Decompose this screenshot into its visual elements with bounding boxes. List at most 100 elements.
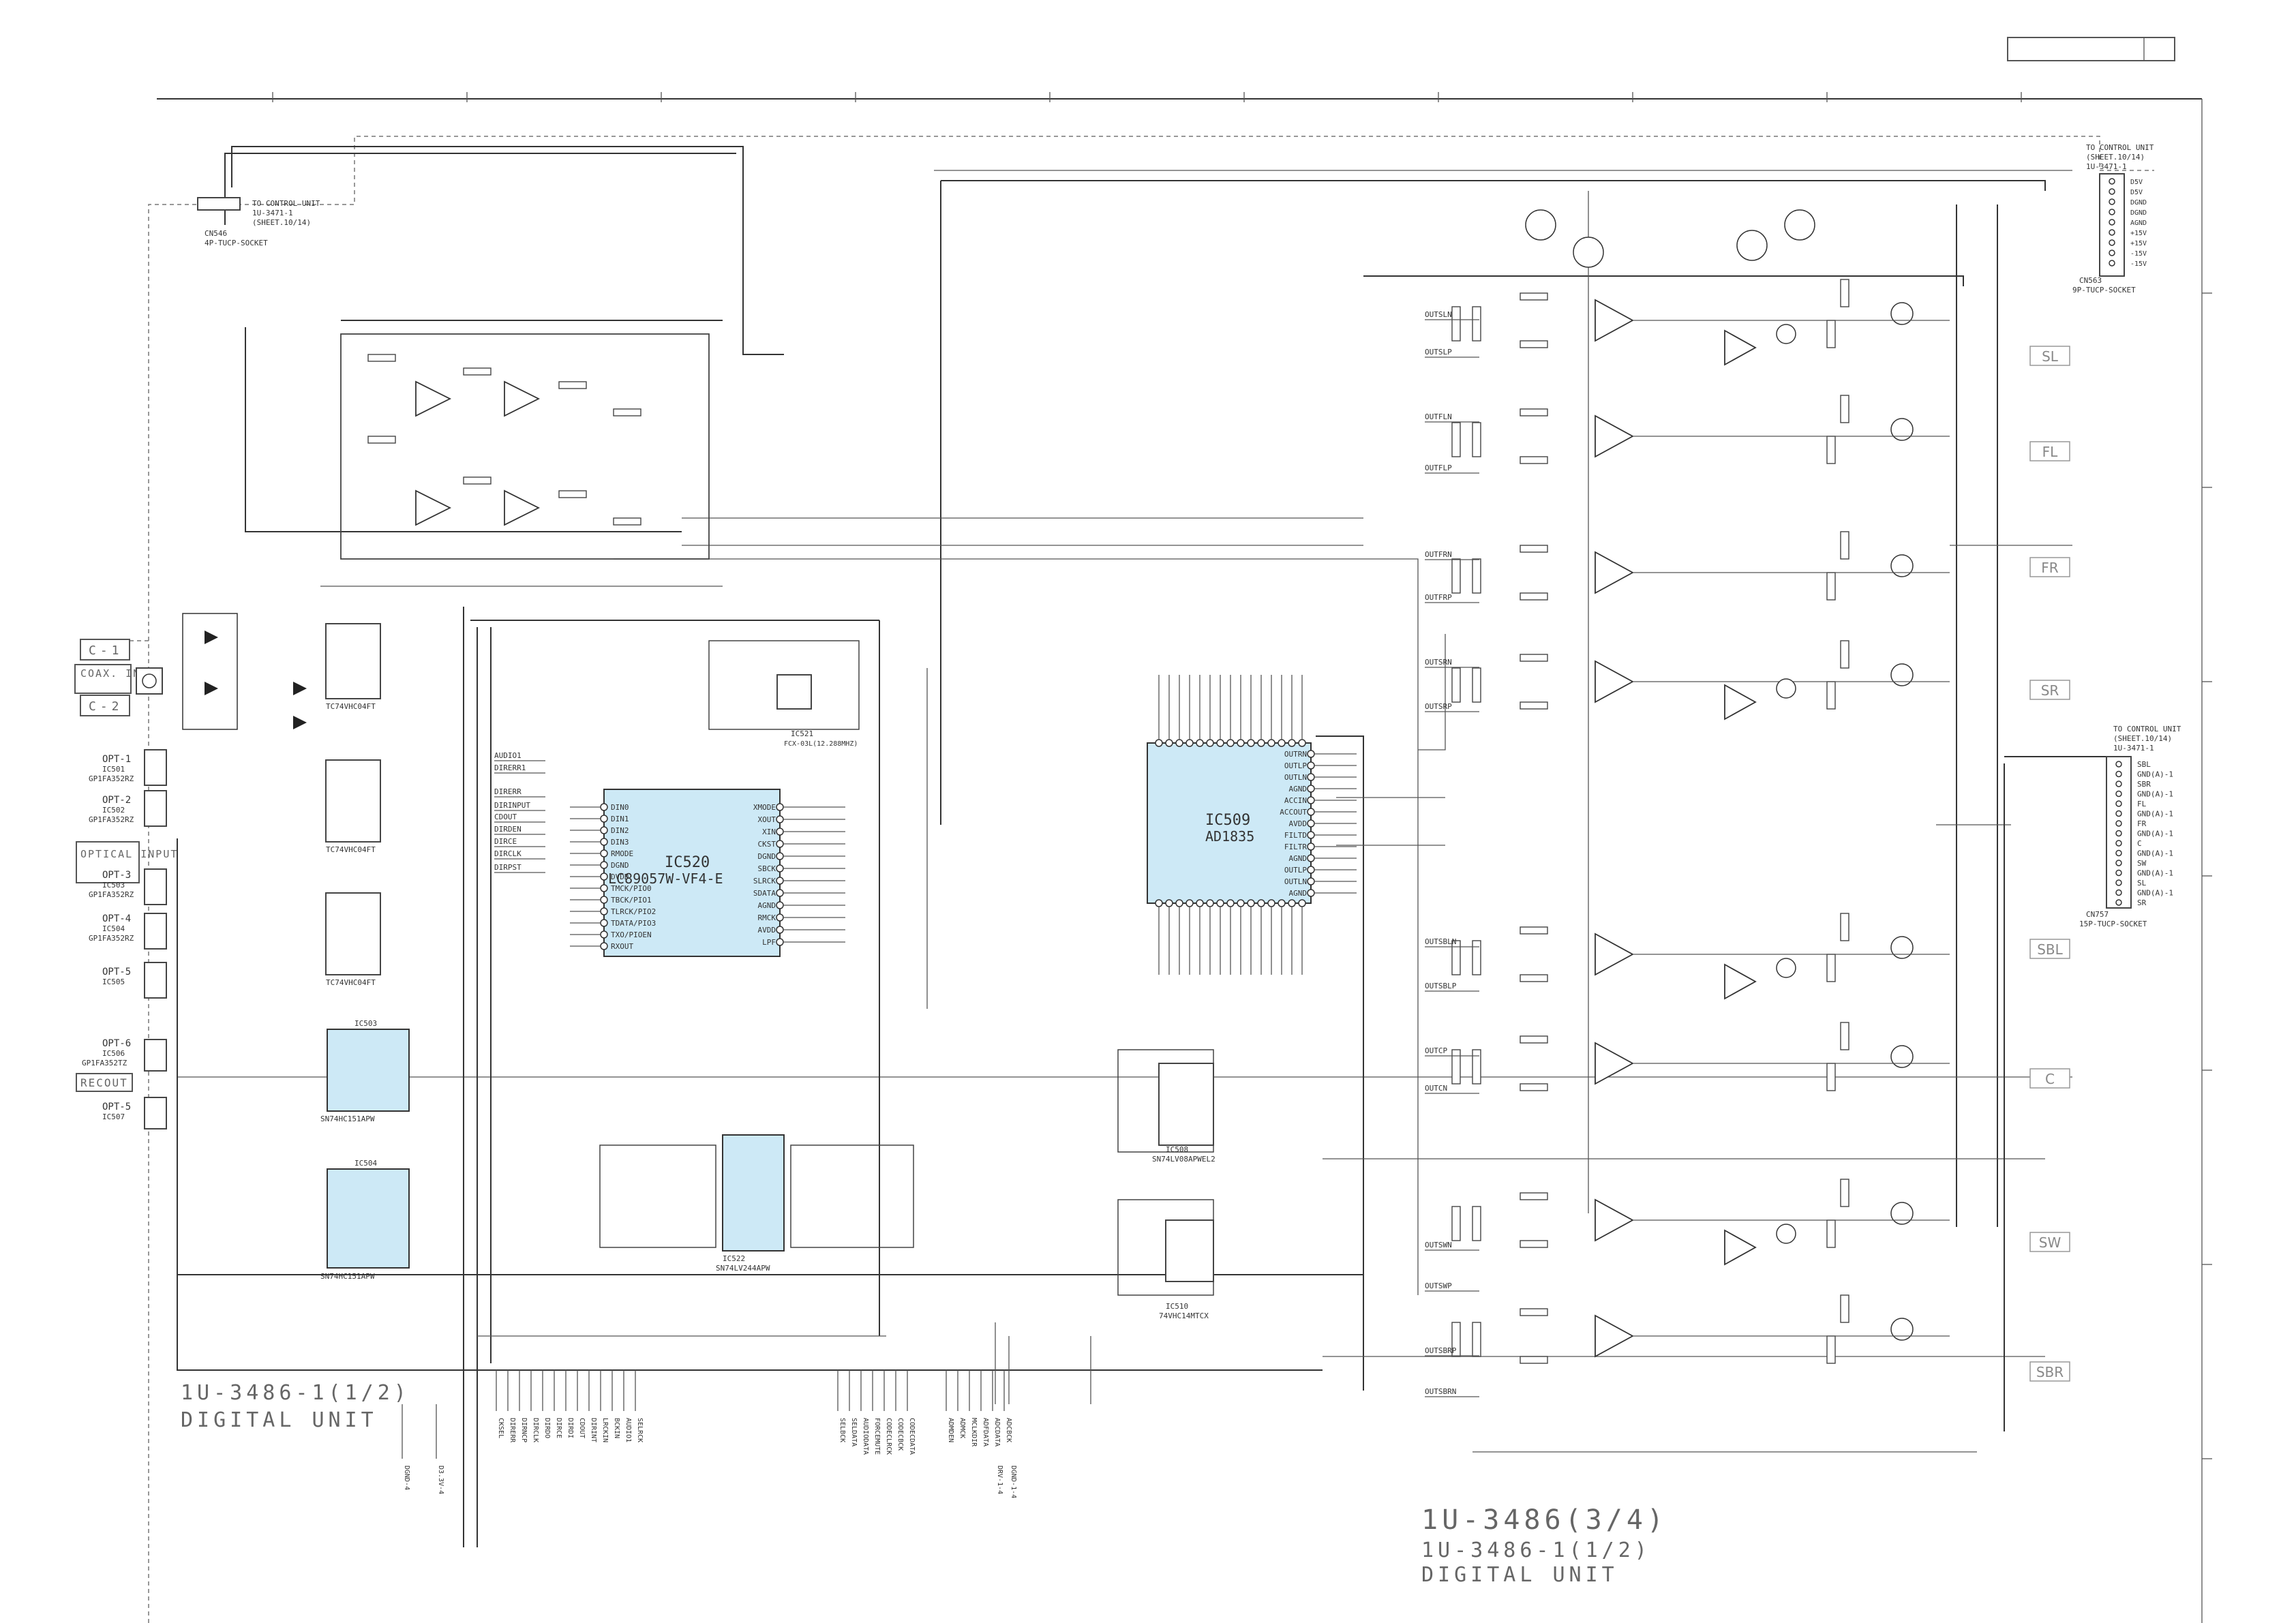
output-resistor xyxy=(1520,701,1548,710)
output-transistor xyxy=(1776,324,1796,344)
ic521-crystal: IC521 FCX-03L(12.288MHZ) xyxy=(708,640,860,748)
ic509-right-pin-label: ACCIN xyxy=(1284,796,1307,805)
recout-label: RECOUT xyxy=(80,1076,128,1089)
output-transistor xyxy=(1890,1318,1914,1341)
output-resistor xyxy=(1826,320,1836,348)
bottom-net-label: MCLKDIR xyxy=(970,1418,978,1447)
cn563-pin-label: -15V xyxy=(2130,260,2147,268)
output-opamp xyxy=(1595,1314,1634,1358)
ic509-right-pin-label: OUTRN xyxy=(1284,750,1307,759)
ic509-right-pin-label: FILTR xyxy=(1284,843,1307,851)
cn546-to-label: TO CONTROL UNIT xyxy=(252,199,320,208)
bottom-net-label: DIRCLK xyxy=(532,1418,539,1442)
ic509-pin xyxy=(1307,750,1315,758)
cn546-unit-label: 1U-3471-1 xyxy=(252,209,293,217)
channel-tag-label: SR xyxy=(2041,682,2059,699)
ic509-pin xyxy=(1307,831,1315,839)
left-title-line2: DIGITAL UNIT xyxy=(181,1408,378,1432)
channel-tag-label: FR xyxy=(2041,560,2059,576)
ic520-pin xyxy=(600,803,608,811)
ic524-body xyxy=(325,623,381,699)
ic509-pin xyxy=(1307,843,1315,851)
ic520-pin xyxy=(776,938,784,946)
bottom-net-label: DIRNCP xyxy=(520,1418,528,1442)
opamp-ic519b xyxy=(504,489,541,526)
cn563-unit-label: 1U-3471-1 xyxy=(2086,162,2127,171)
output-resistor xyxy=(1840,640,1849,669)
ic510-part: 74VHC14MTCX xyxy=(1159,1311,1209,1320)
output-resistor xyxy=(1826,1063,1836,1091)
opt-4: OPT-4 IC504 GP1FA352RZ xyxy=(89,913,167,950)
output-transistor xyxy=(1890,663,1914,686)
ic509-right-pin-label: AVDD xyxy=(1289,819,1308,828)
cn563-pin xyxy=(2109,239,2115,246)
output-resistor xyxy=(1520,592,1548,601)
ic509-top-pin xyxy=(1288,739,1296,747)
c1-label: C-1 xyxy=(89,643,123,658)
cn757-ref: CN757 xyxy=(2086,910,2109,919)
cn563-pin-label: AGND xyxy=(2130,219,2147,227)
output-net-label: OUTCN xyxy=(1425,1084,1447,1093)
output-resistor xyxy=(1520,1308,1548,1316)
sheet-border xyxy=(157,37,2212,1623)
ic509-pin xyxy=(1307,889,1315,897)
ic520-pin xyxy=(776,852,784,860)
ic520-right-pin-label: AGND xyxy=(758,901,776,910)
ic509-body xyxy=(1147,742,1312,904)
ic520-left-pin-label: DVDD xyxy=(611,873,629,881)
output-opamp xyxy=(1595,414,1634,458)
ic509-top-pin xyxy=(1206,739,1214,747)
ic509-top-pin xyxy=(1298,739,1306,747)
output-net-label: OUTFRN xyxy=(1425,550,1452,559)
cn757-pin xyxy=(2115,889,2122,896)
cn757-pin-label: SW xyxy=(2137,859,2147,868)
output-resistor xyxy=(1472,1206,1481,1241)
ic520-pin xyxy=(600,896,608,904)
ic520-right-pin-label: RMCK xyxy=(758,913,776,922)
ic520-pin xyxy=(776,864,784,873)
output-transistor xyxy=(1890,554,1914,577)
cn757-pin xyxy=(2115,860,2122,866)
ic520-pin xyxy=(600,942,608,950)
bottom-net-label: DIRCE xyxy=(555,1418,562,1438)
cn757-pin-label: GND(A)-1 xyxy=(2137,889,2173,898)
output-resistor xyxy=(1520,340,1548,348)
bottom-signal-label: DGND-4 xyxy=(403,1466,410,1490)
output-net-label: OUTSWN xyxy=(1425,1241,1452,1249)
left-net-label: DIRDEN xyxy=(494,825,522,834)
cn757-pin-label: GND(A)-1 xyxy=(2137,849,2173,858)
cn757-connector: TO CONTROL UNIT (SHEET.10/14) 1U-3471-1 … xyxy=(2079,725,2181,928)
output-transistor xyxy=(1890,936,1914,959)
ic510-body xyxy=(1165,1219,1214,1282)
opt2-name: OPT-2 xyxy=(102,795,131,806)
ic509-bottom-pin xyxy=(1216,899,1224,907)
cn546-ref-label: CN546 xyxy=(205,229,227,238)
output-opamp xyxy=(1595,660,1634,703)
bottom-net-label: DIRDI xyxy=(567,1418,574,1438)
output-resistor xyxy=(1451,422,1461,457)
ic521-part: FCX-03L(12.288MHZ) xyxy=(784,740,858,748)
output-net-label: OUTSLP xyxy=(1425,348,1452,357)
output-net-label: OUTSLN xyxy=(1425,310,1452,319)
bottom-signal-label: DGND-1-4 xyxy=(1010,1466,1017,1498)
opt1-ic: IC501 xyxy=(102,765,125,774)
ic509-bottom-pin xyxy=(1278,899,1286,907)
ic509-pin xyxy=(1307,866,1315,874)
output-resistor xyxy=(1520,654,1548,662)
ic520-left-pin-label: DIN1 xyxy=(611,815,629,823)
output-resistor xyxy=(1840,1294,1849,1323)
recout-box xyxy=(76,1073,133,1092)
ic520-ref: IC520 xyxy=(665,854,710,871)
ic509-right-pin-label: OUTLP xyxy=(1284,866,1307,875)
channel-tag-box xyxy=(2029,939,2070,959)
output-resistor xyxy=(1472,558,1481,594)
ic509-top-pin xyxy=(1165,739,1173,747)
output-resistor xyxy=(1520,974,1548,982)
ic509-bottom-pin xyxy=(1175,899,1183,907)
opt2-ic: IC502 xyxy=(102,806,125,815)
opamp-ic516a xyxy=(415,380,452,417)
ic520-pin xyxy=(600,919,608,927)
opt7-ic: IC507 xyxy=(102,1112,125,1121)
